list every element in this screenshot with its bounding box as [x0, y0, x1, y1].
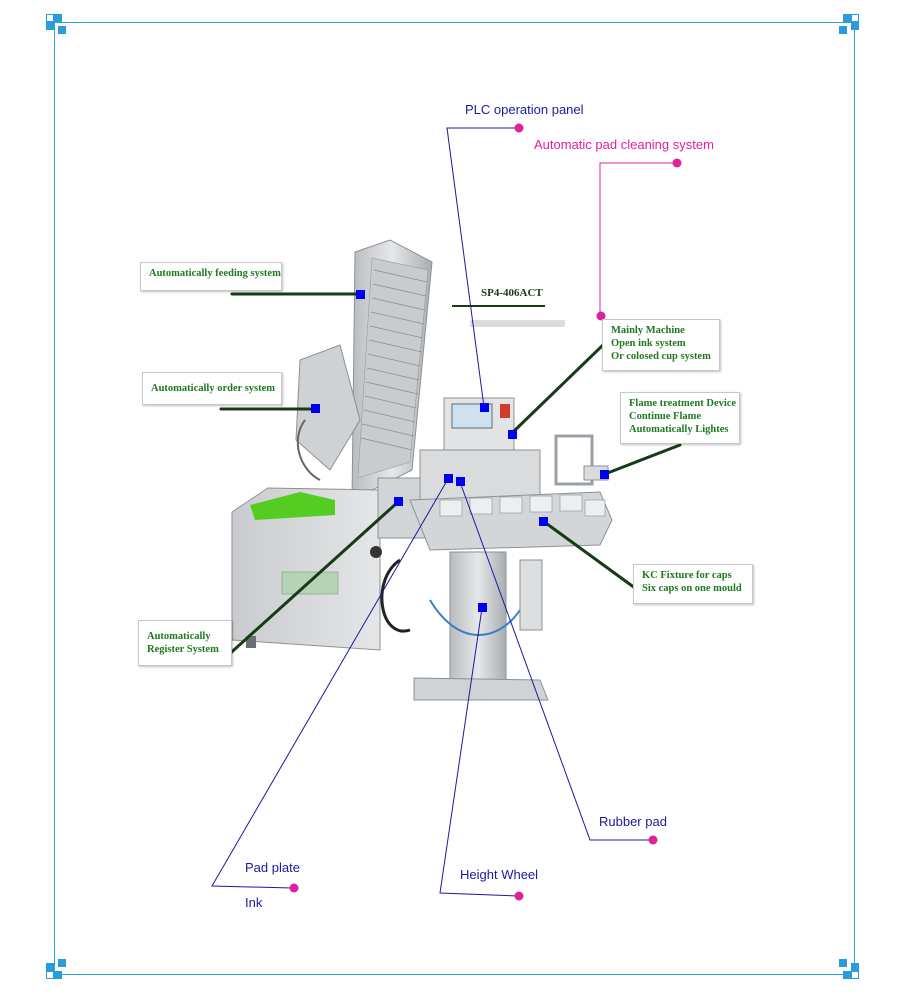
label-pad-plate: Pad plate	[245, 860, 300, 875]
callout-order-system: Automatically order system	[142, 372, 282, 405]
label-rubber-pad: Rubber pad	[599, 814, 667, 829]
callout-flame-treatment: Flame treatment Device Continue Flame Au…	[620, 392, 740, 444]
callout-line: KC Fixture for caps	[642, 570, 732, 581]
callout-line: Flame treatment Device	[629, 398, 737, 409]
label-ink: Ink	[245, 895, 263, 910]
model-number: SP4-406ACT	[481, 287, 543, 299]
corner-marker-top-left	[46, 14, 70, 38]
callout-line: Mainly Machine	[611, 325, 685, 336]
callout-line: Six caps on one mould	[642, 583, 742, 594]
callout-line: Open ink system	[611, 338, 686, 349]
corner-marker-bottom-right	[839, 959, 859, 979]
callout-kc-fixture: KC Fixture for caps Six caps on one moul…	[633, 564, 753, 604]
label-plc-operation-panel: PLC operation panel	[465, 102, 584, 117]
callout-line: Automatically Lightes	[629, 424, 729, 435]
callout-line: Automatically order system	[151, 383, 276, 394]
corner-marker-top-right	[839, 14, 859, 38]
callout-register-system: Automatically Register System	[138, 620, 232, 666]
outer-frame	[54, 22, 855, 975]
callout-line: Register System	[147, 644, 219, 655]
corner-marker-bottom-left	[46, 959, 70, 979]
machine-body	[231, 239, 613, 701]
callout-line: Continue Flame	[629, 411, 702, 422]
callout-line: Automatically	[147, 631, 211, 642]
callout-main-machine: Mainly Machine Open ink system Or colose…	[602, 319, 720, 371]
label-height-wheel: Height Wheel	[460, 867, 539, 882]
label-pad-cleaning-system: Automatic pad cleaning system	[534, 137, 714, 152]
callout-feeding-system: Automatically feeding system	[140, 262, 282, 291]
callout-line: Or colosed cup system	[611, 351, 711, 362]
callout-line: Automatically feeding system	[149, 268, 281, 279]
